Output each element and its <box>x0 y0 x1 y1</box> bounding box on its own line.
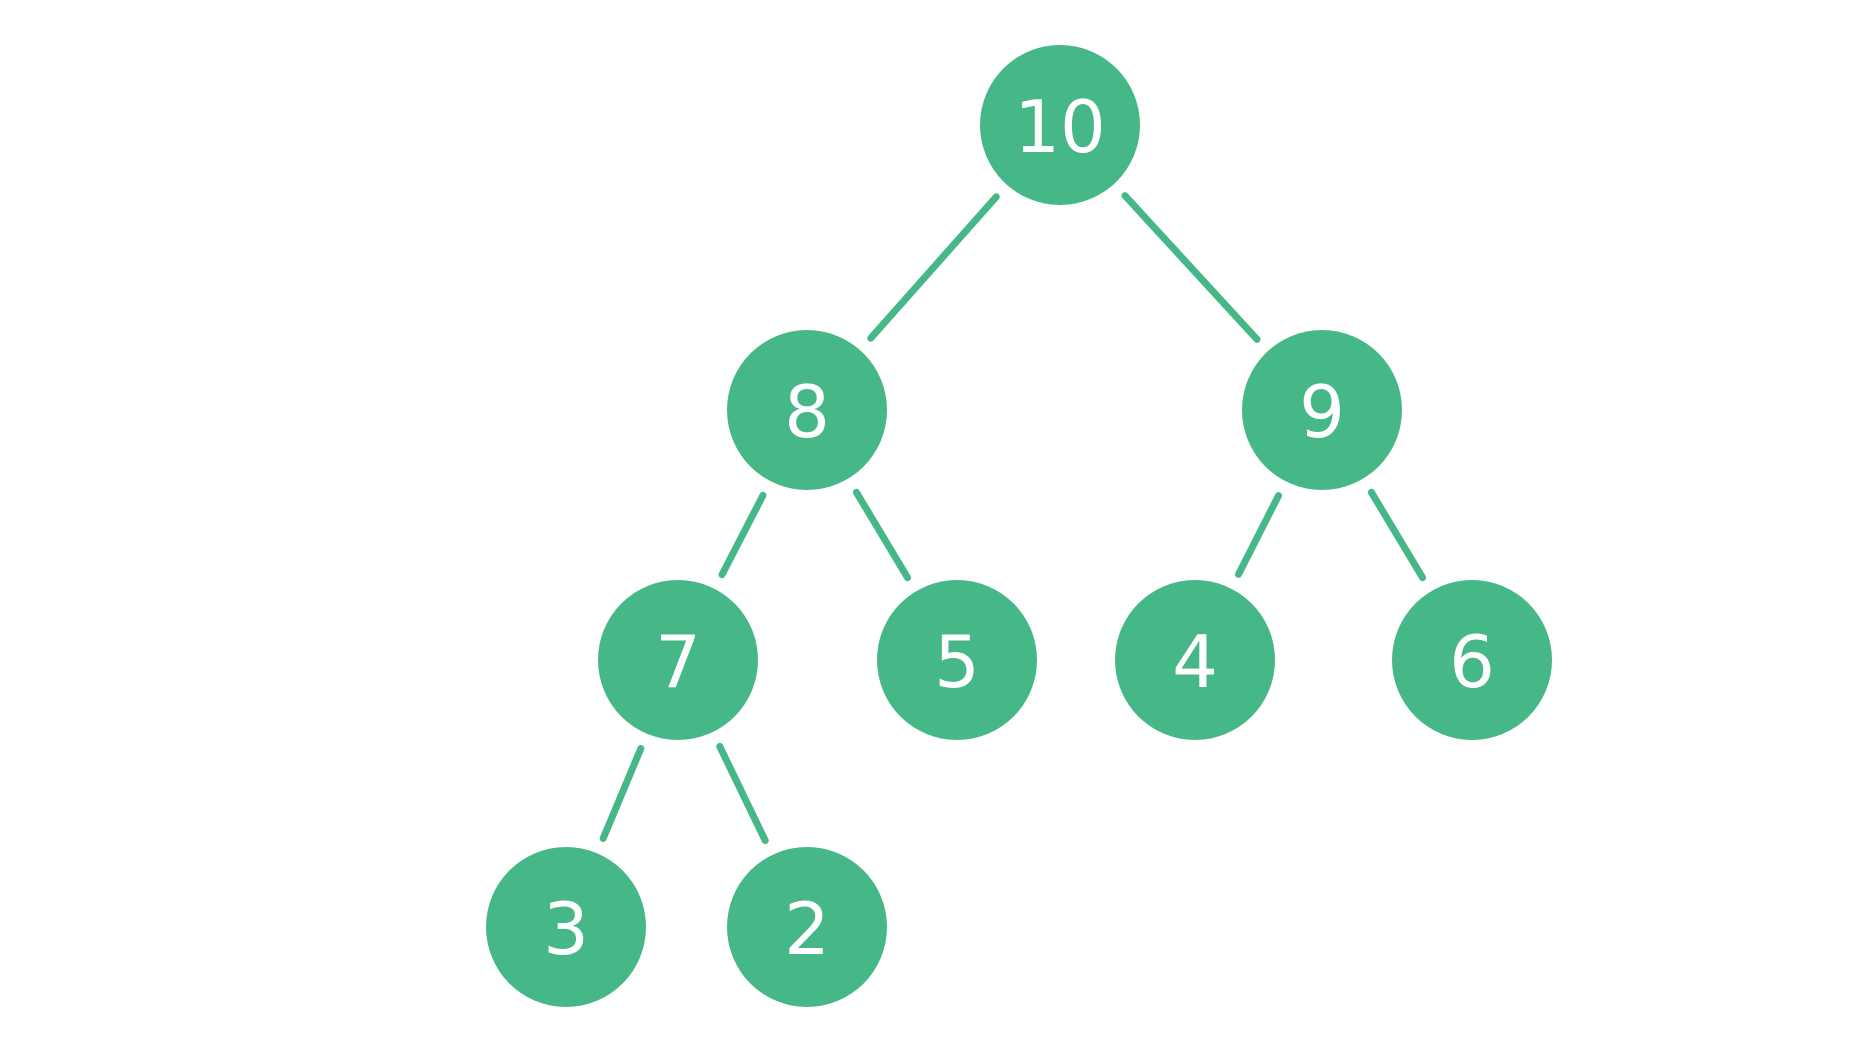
edge-n7-n2 <box>716 742 769 845</box>
node-circle <box>877 580 1037 740</box>
node-label: 4 <box>1172 620 1218 704</box>
tree-node-8: 8 <box>727 330 887 490</box>
edge-n9-n6 <box>1367 488 1427 582</box>
node-label: 6 <box>1449 620 1495 704</box>
tree-node-6: 6 <box>1392 580 1552 740</box>
edge-n8-n7 <box>718 491 767 579</box>
node-label: 3 <box>543 887 589 971</box>
node-circle <box>1392 580 1552 740</box>
tree-node-7: 7 <box>598 580 758 740</box>
tree-node-4: 4 <box>1115 580 1275 740</box>
tree-node-5: 5 <box>877 580 1037 740</box>
node-label: 7 <box>655 620 701 704</box>
node-label: 10 <box>1014 85 1106 169</box>
node-circle <box>727 330 887 490</box>
node-circle <box>1242 330 1402 490</box>
node-label: 2 <box>784 887 830 971</box>
edges-layer <box>599 192 1427 845</box>
node-label: 8 <box>784 370 830 454</box>
edge-n8-n5 <box>852 488 912 582</box>
node-circle <box>598 580 758 740</box>
node-circle <box>727 847 887 1007</box>
node-circle <box>980 45 1140 205</box>
edge-n10-n8 <box>867 193 1000 342</box>
tree-node-2: 2 <box>727 847 887 1007</box>
edge-n9-n4 <box>1234 492 1283 578</box>
tree-node-9: 9 <box>1242 330 1402 490</box>
node-circle <box>486 847 646 1007</box>
node-label: 9 <box>1299 370 1345 454</box>
edge-n7-n3 <box>599 745 645 842</box>
tree-node-3: 3 <box>486 847 646 1007</box>
node-label: 5 <box>934 620 980 704</box>
edge-n10-n9 <box>1121 192 1261 343</box>
nodes-layer: 10 8 9 7 5 4 6 3 2 <box>486 45 1552 1007</box>
tree-node-10: 10 <box>980 45 1140 205</box>
node-circle <box>1115 580 1275 740</box>
